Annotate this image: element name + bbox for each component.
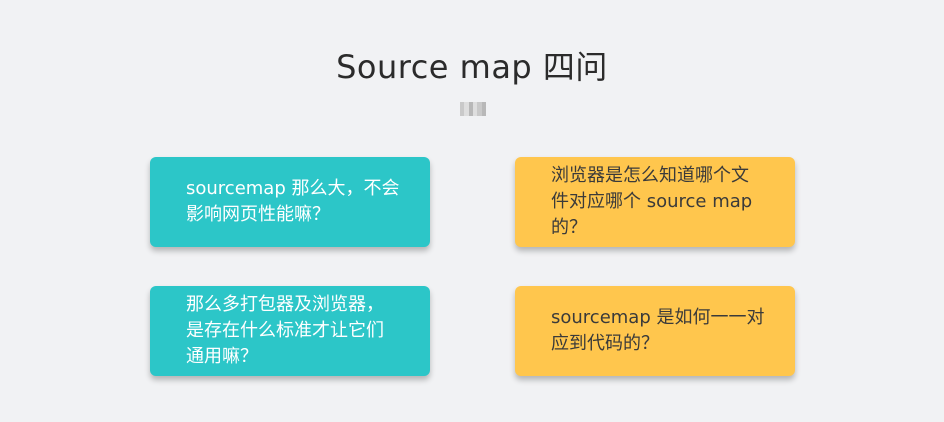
question-card-performance: sourcemap 那么大，不会影响网页性能嘛？ <box>150 157 430 247</box>
question-card-standard: 那么多打包器及浏览器，是存在什么标准才让它们通用嘛？ <box>150 286 430 376</box>
question-card-text: sourcemap 那么大，不会影响网页性能嘛？ <box>186 178 400 225</box>
question-card-code-mapping: sourcemap 是如何一一对应到代码的？ <box>515 286 795 376</box>
pixelated-logo-icon <box>460 102 486 116</box>
question-card-text: 那么多打包器及浏览器，是存在什么标准才让它们通用嘛？ <box>186 294 384 367</box>
question-card-mapping-file: 浏览器是怎么知道哪个文件对应哪个 source map 的？ <box>515 157 795 247</box>
slide-title: Source map 四问 <box>336 48 608 86</box>
question-card-text: sourcemap 是如何一一对应到代码的？ <box>551 307 765 354</box>
question-card-text: 浏览器是怎么知道哪个文件对应哪个 source map 的？ <box>551 165 753 238</box>
